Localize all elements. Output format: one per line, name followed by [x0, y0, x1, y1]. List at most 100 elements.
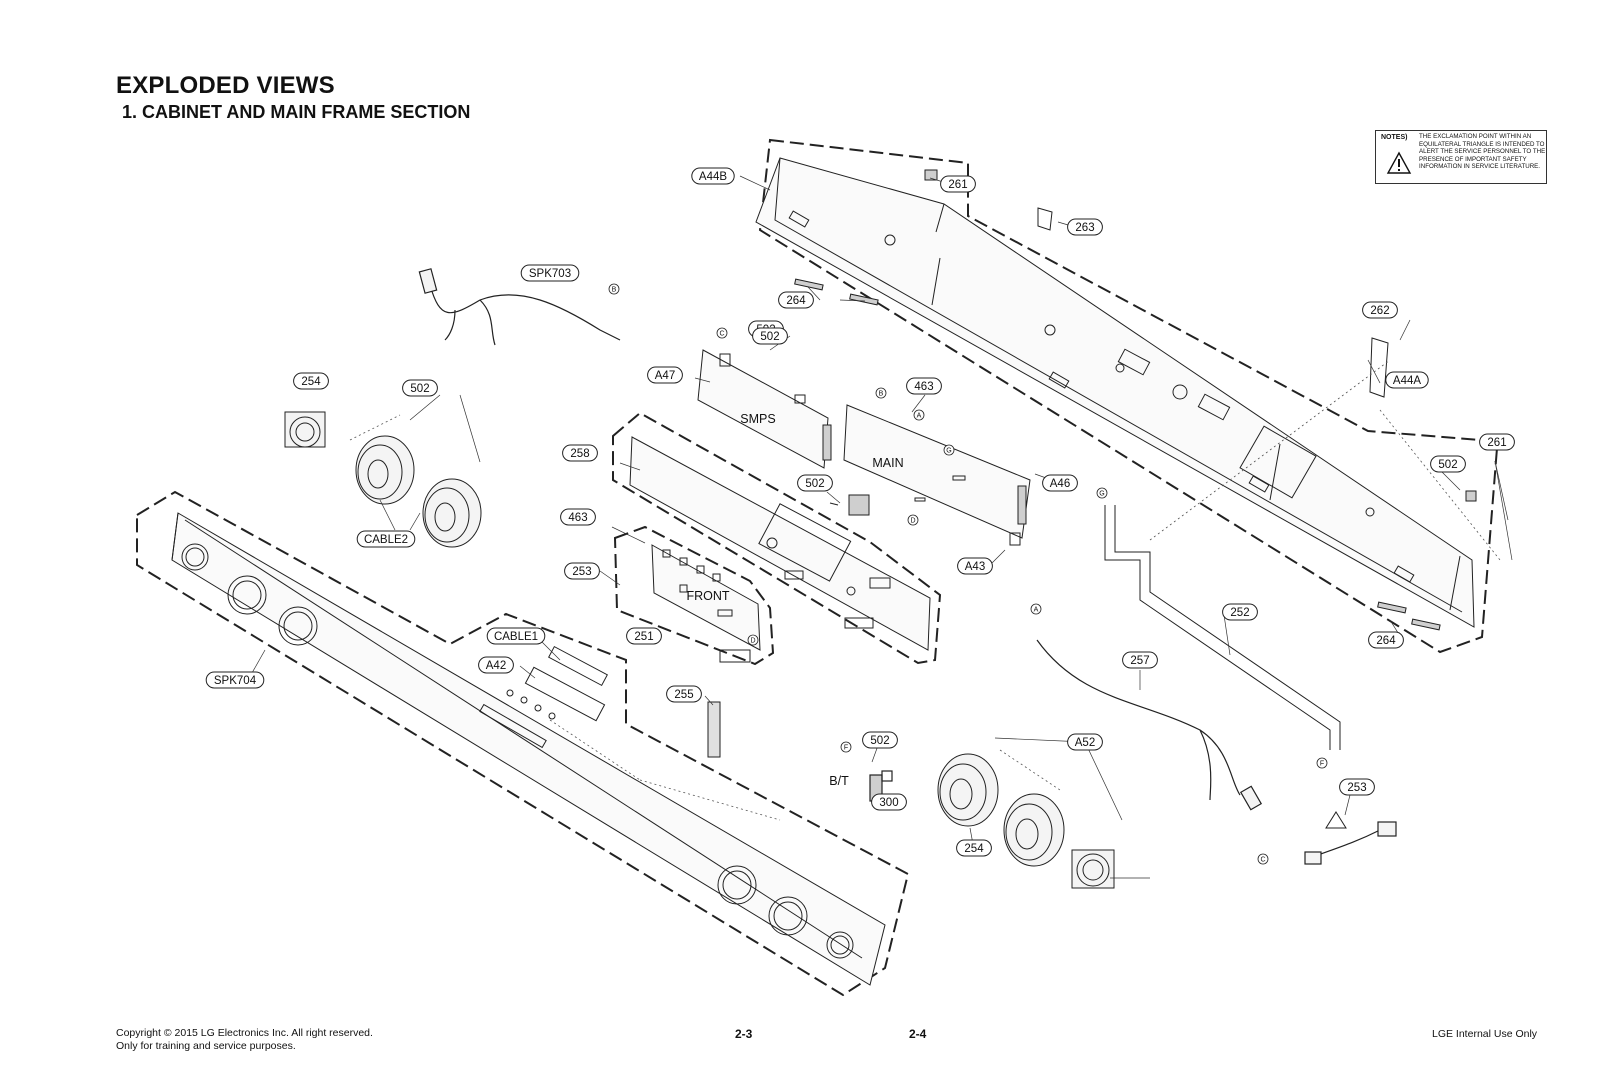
rear-cabinet-part — [755, 157, 1477, 631]
callout-bubble — [205, 671, 265, 689]
connector-letter: C — [1260, 857, 1265, 864]
callout-bubble — [564, 562, 600, 580]
outline-a44a — [612, 411, 942, 665]
callout-bubble — [1430, 455, 1466, 473]
callout-label: A46 — [1050, 478, 1070, 490]
safety-notes-box: NOTES) THE EXCLAMATION POINT WITHIN AN E… — [1375, 130, 1547, 184]
callout-label: 257 — [1130, 655, 1149, 667]
connector-letter: A — [1034, 607, 1039, 614]
callout-bubble — [906, 377, 942, 395]
callout-label: A44B — [699, 171, 727, 183]
callout-label: 258 — [570, 448, 589, 460]
callout-label: SPK703 — [529, 268, 571, 280]
callout-bubble — [797, 474, 833, 492]
connector-marker — [1316, 757, 1328, 769]
callout-label: 264 — [1376, 635, 1396, 647]
callout-label: CABLE1 — [494, 631, 538, 643]
training-text: Only for training and service purposes. — [116, 1040, 296, 1052]
callout-bubble — [402, 379, 438, 397]
footer-copyright: Copyright © 2015 LG Electronics Inc. All… — [116, 1027, 373, 1053]
connector-letter: C — [719, 331, 724, 338]
connector-letter: D — [910, 518, 915, 525]
callout-bubble — [871, 793, 907, 811]
connector-marker — [840, 741, 852, 753]
connector-marker — [1030, 603, 1042, 615]
connector-marker — [716, 327, 728, 339]
callout-label: A47 — [655, 370, 675, 382]
callout-label: 261 — [948, 179, 967, 191]
callout-bubble — [1122, 651, 1158, 669]
callout-bubble — [957, 557, 993, 575]
callout-label: 463 — [914, 381, 933, 393]
callout-bubble — [1479, 433, 1515, 451]
callout-label: 502 — [870, 735, 889, 747]
connector-marker — [1096, 487, 1108, 499]
callout-label: 463 — [568, 512, 587, 524]
connector-letter: D — [750, 638, 755, 645]
callout-label: 502 — [805, 478, 824, 490]
callout-bubble — [1042, 474, 1078, 492]
callout-bubble — [520, 264, 580, 282]
outline-a42 — [136, 490, 910, 997]
notes-label: NOTES) — [1381, 134, 1408, 141]
callout-label: 253 — [572, 566, 591, 578]
connector-marker — [907, 514, 919, 526]
connector-letter: A — [917, 413, 922, 420]
callout-bubble — [1368, 631, 1404, 649]
connector-marker — [875, 387, 887, 399]
callout-bubble — [293, 372, 329, 390]
callout-label: 300 — [879, 797, 898, 809]
callout-bubble — [486, 627, 546, 645]
callout-label: 253 — [1347, 782, 1366, 794]
chassis-part — [629, 436, 931, 651]
callout-bubble — [1067, 733, 1103, 751]
smps-board-label: SMPS — [740, 412, 775, 426]
callout-label: 263 — [1075, 222, 1094, 234]
callout-bubble — [691, 167, 735, 185]
footer-internal-use: LGE Internal Use Only — [1432, 1028, 1538, 1040]
callout-bubble — [626, 627, 662, 645]
callout-bubble — [940, 175, 976, 193]
connector-letter: F — [844, 745, 848, 752]
callout-label: 251 — [634, 631, 653, 643]
callout-bubble — [778, 291, 814, 309]
callout-bubble — [862, 731, 898, 749]
callout-layer: A44B261263SPK703264502A47502254502463262… — [205, 167, 1515, 857]
bt-module-label: B/T — [829, 774, 849, 788]
outline-a43 — [613, 525, 775, 666]
callout-label: A42 — [486, 660, 506, 672]
connector-letter: B — [879, 391, 884, 398]
front-board-label: FRONT — [686, 589, 729, 603]
connector-letter: B — [612, 287, 617, 294]
main-board-label: MAIN — [872, 456, 903, 470]
callout-bubble — [666, 685, 702, 703]
connector-marker — [913, 409, 925, 421]
callout-bubble — [560, 508, 596, 526]
callout-bubble — [356, 530, 416, 548]
callout-bubble — [1067, 218, 1103, 236]
callout-bubble — [752, 327, 788, 345]
callout-bubble — [1222, 603, 1258, 621]
callout-bubble — [1362, 301, 1398, 319]
connector-marker — [1257, 853, 1269, 865]
callout-label: 254 — [301, 376, 321, 388]
cable-parts — [418, 268, 1397, 865]
callout-bubble — [478, 656, 514, 674]
callout-bubble — [562, 444, 598, 462]
callout-label: 502 — [760, 331, 779, 343]
callout-label: 264 — [786, 295, 806, 307]
callout-label: 252 — [1230, 607, 1249, 619]
connector-marker — [608, 283, 620, 295]
speaker-parts — [284, 411, 1115, 889]
front-cabinet-part — [171, 512, 886, 986]
page-number-right: 2-4 — [909, 1027, 927, 1041]
callout-bubble — [956, 839, 992, 857]
copyright-text: Copyright © 2015 LG Electronics Inc. All… — [116, 1027, 373, 1039]
warning-triangle-icon — [1386, 151, 1412, 174]
front-board-part — [651, 544, 761, 663]
callout-label: 502 — [1438, 459, 1457, 471]
page-number-left: 2-3 — [735, 1027, 753, 1041]
